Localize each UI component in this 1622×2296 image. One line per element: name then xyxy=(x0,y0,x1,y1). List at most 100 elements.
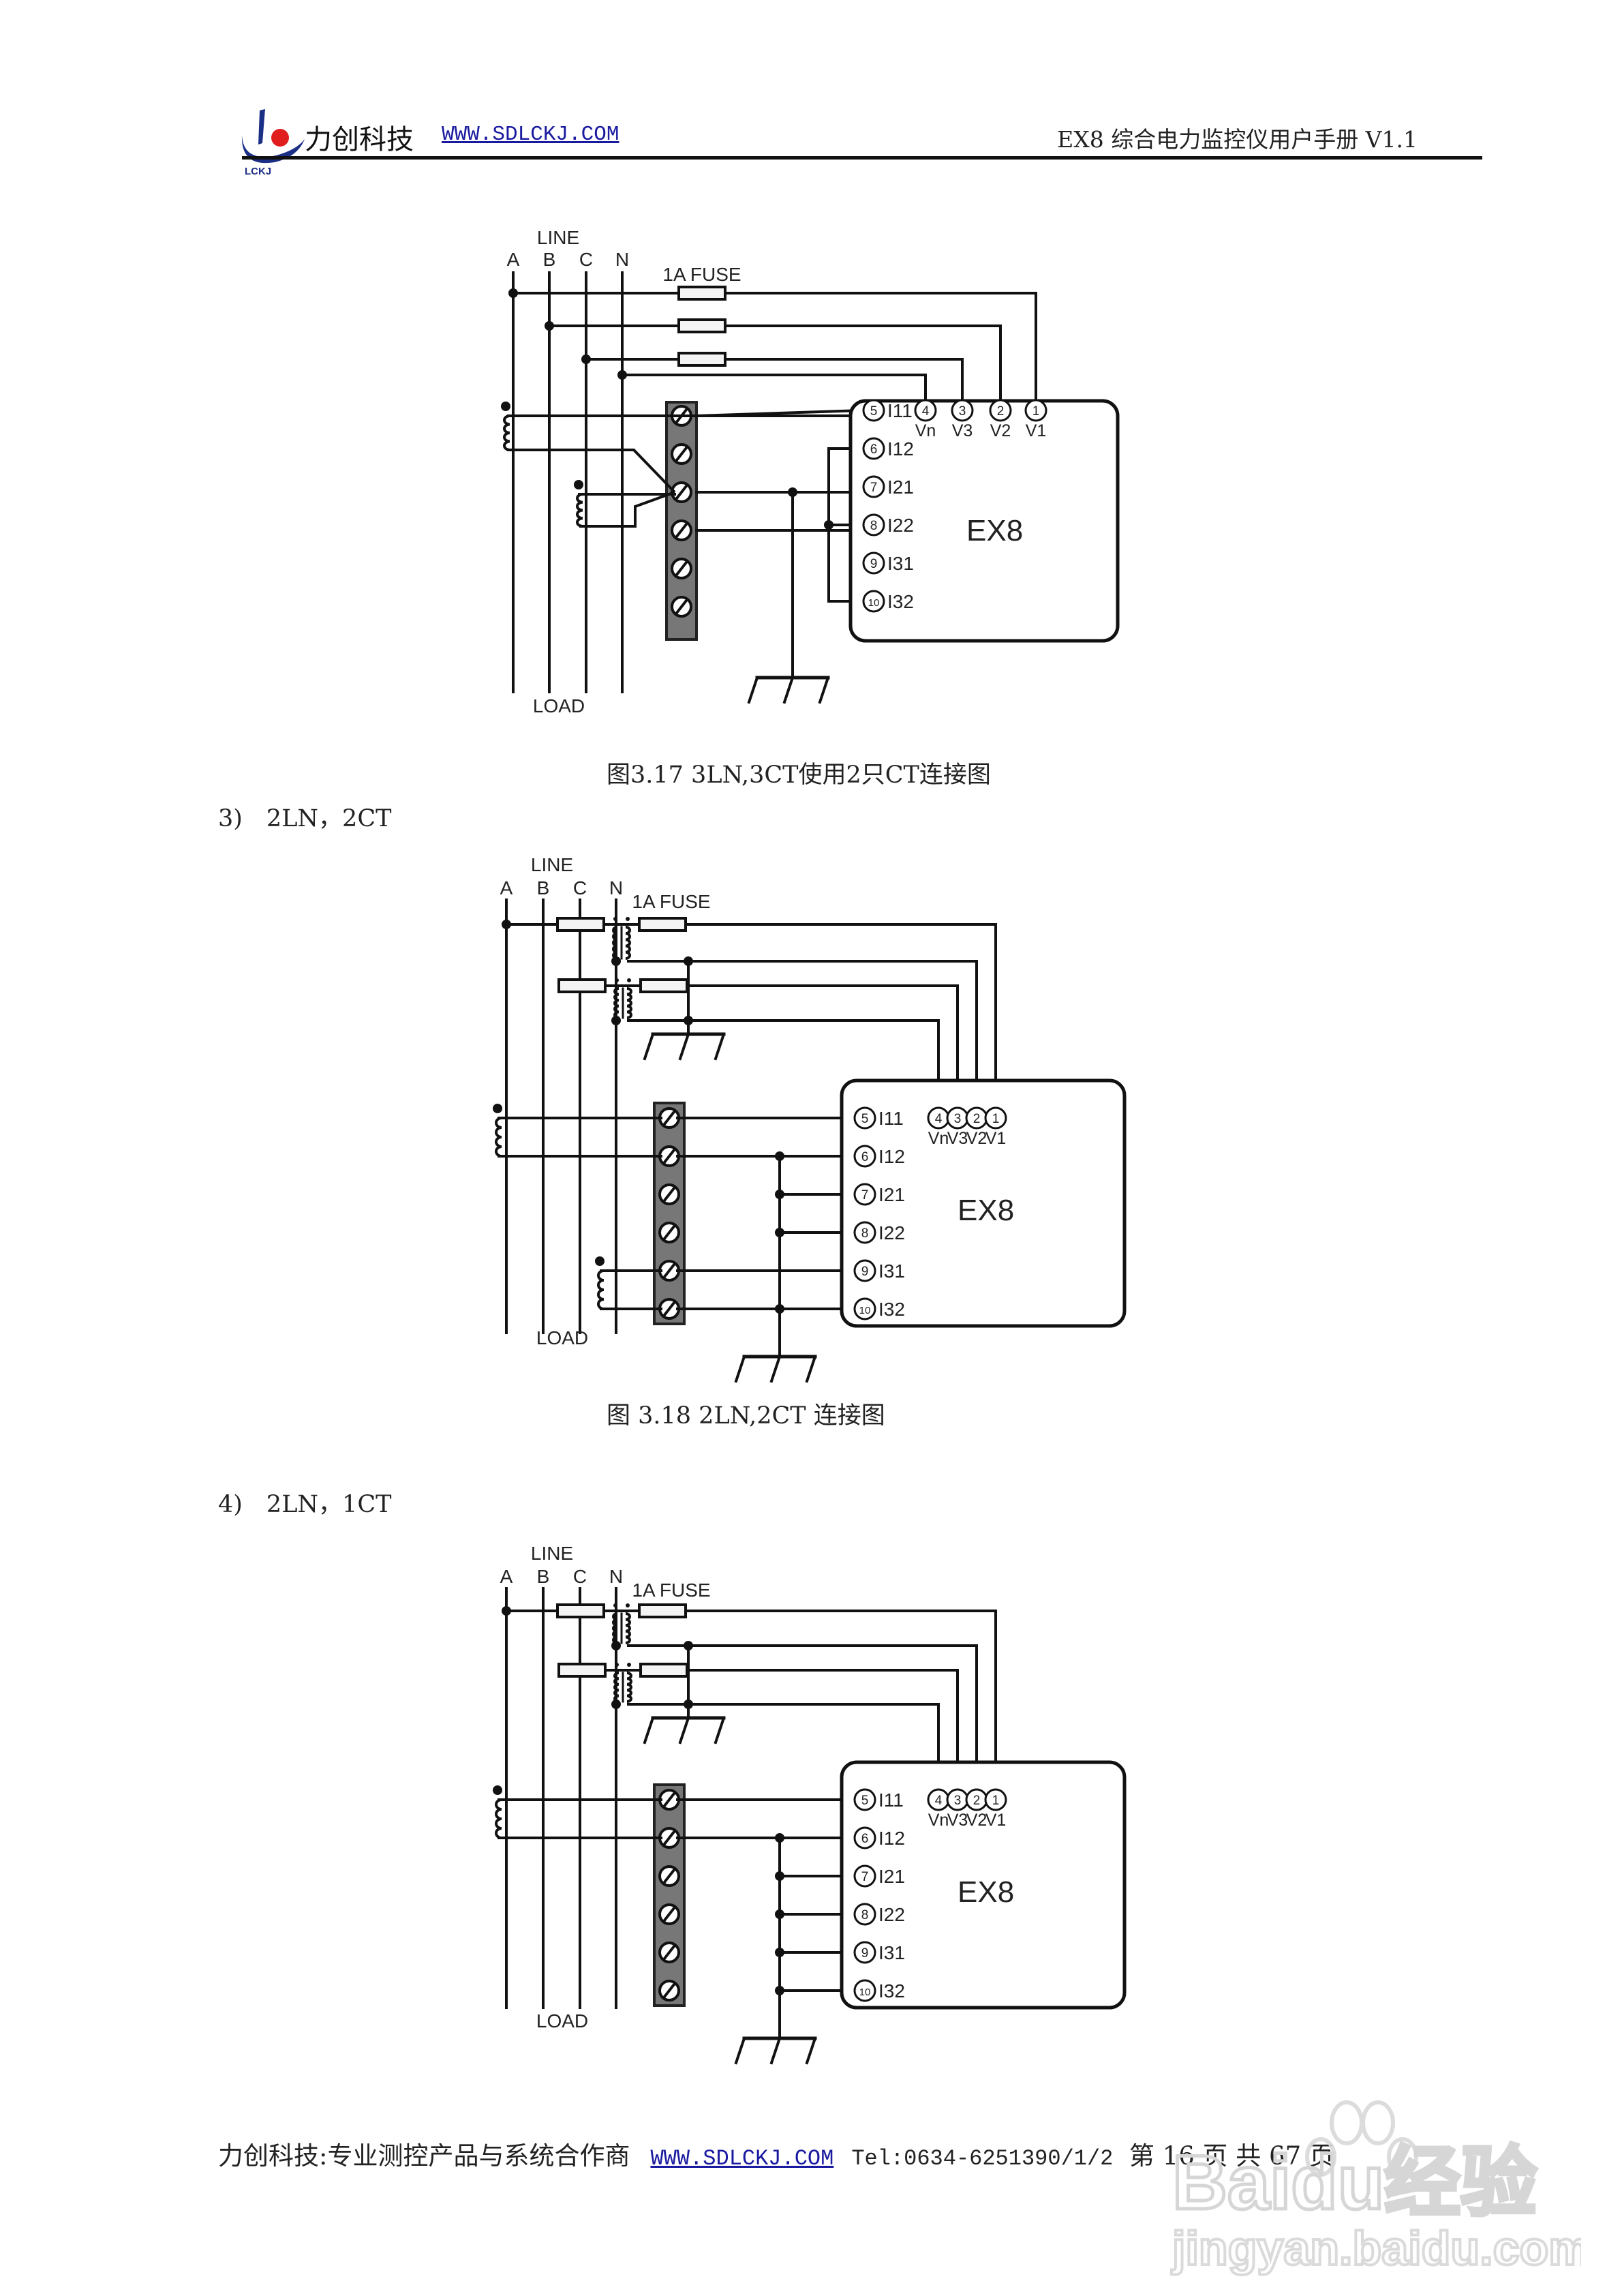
device-name: EX8 xyxy=(966,514,1023,547)
fuse-icon xyxy=(638,1603,687,1618)
polarity-dot xyxy=(613,917,617,921)
current-terminal-6 xyxy=(853,1145,876,1168)
ex8-device-box xyxy=(840,1078,1127,1328)
polarity-dot xyxy=(595,1256,605,1266)
ground-hatch xyxy=(678,1716,690,1744)
terminal-number: 7 xyxy=(861,1870,869,1884)
terminal-number: 3 xyxy=(954,1794,962,1808)
terminal-number: 7 xyxy=(870,481,878,495)
terminal-number: 1 xyxy=(992,1794,1000,1808)
current-terminal-label: I22 xyxy=(878,1904,905,1925)
current-terminal-7 xyxy=(853,1864,876,1888)
screw-slot xyxy=(662,1906,676,1922)
company-name: 力创科技 xyxy=(305,124,414,155)
load-label: LOAD xyxy=(536,1327,588,1348)
logo-red-dot xyxy=(271,129,289,147)
ct1-s2-wire xyxy=(507,449,676,494)
paw-toe-icon xyxy=(1361,2100,1395,2145)
ground-hatch xyxy=(643,1032,655,1061)
manual-title: EX8 综合电力监控仪用户手册 V1.1 xyxy=(1057,126,1418,153)
section-heading: 3) 2LN，2CT xyxy=(218,805,392,832)
fuse-icon xyxy=(639,1663,688,1678)
logo-swoosh xyxy=(241,135,305,164)
figure-caption: 图 3.18 2LN,2CT 连接图 xyxy=(607,1402,885,1430)
voltage-terminal-label: V3 xyxy=(952,421,973,440)
pt-coil-icon xyxy=(613,987,619,1019)
polarity-dot xyxy=(627,1663,631,1667)
current-terminal-8 xyxy=(853,1221,876,1244)
phase-label-b: B xyxy=(543,249,556,270)
terminal-number: 8 xyxy=(861,1226,869,1241)
phase-label-n: N xyxy=(609,1566,623,1587)
current-terminal-label: I12 xyxy=(887,438,914,459)
device-name: EX8 xyxy=(958,1875,1014,1909)
voltage-terminal-label: V1 xyxy=(985,1129,1007,1148)
current-terminal-9 xyxy=(853,1941,876,1964)
fuse-icon xyxy=(677,286,726,301)
terminal-block xyxy=(653,1783,686,2007)
voltage-terminal-1 xyxy=(984,1788,1007,1811)
current-terminal-label: I12 xyxy=(878,1828,905,1849)
current-terminal-label: I22 xyxy=(887,515,914,536)
polarity-dot xyxy=(501,402,510,411)
ground-hatch xyxy=(643,1716,655,1744)
fuse-icon xyxy=(556,917,605,932)
terminal-number: 9 xyxy=(861,1265,869,1279)
fuse-icon xyxy=(556,1603,605,1618)
voltage-terminal-label: Vn xyxy=(915,421,936,440)
voltage-terminal-1 xyxy=(1024,399,1047,422)
voltage-lead xyxy=(622,374,927,400)
current-terminal-label: I32 xyxy=(887,591,914,612)
phase-label-c: C xyxy=(573,877,587,898)
fuse-icon xyxy=(677,318,726,333)
polarity-dot xyxy=(613,1603,617,1607)
terminal-number: 2 xyxy=(973,1112,981,1126)
voltage-terminal-label: V2 xyxy=(990,421,1011,440)
ground-hatch xyxy=(818,676,830,704)
fuse-icon xyxy=(557,978,607,993)
voltage-lead xyxy=(549,324,1002,400)
current-terminal-9 xyxy=(853,1259,876,1282)
terminal-number: 1 xyxy=(992,1112,1000,1126)
line-label: LINE xyxy=(531,1543,573,1564)
ct3-s2-wire xyxy=(579,491,675,528)
watermark-url: jingyan.baidu.com xyxy=(1171,2222,1581,2275)
fuse-icon xyxy=(639,978,688,993)
terminal-number: 6 xyxy=(861,1832,869,1846)
footer-website-link[interactable]: WWW.SDLCKJ.COM xyxy=(650,2146,834,2171)
terminal-number: 7 xyxy=(861,1188,869,1203)
current-terminal-label: I21 xyxy=(887,477,914,498)
current-terminal-label: I31 xyxy=(887,553,914,574)
logo-text: LCKJ xyxy=(245,166,271,176)
paw-toe-icon xyxy=(1330,2100,1364,2145)
phase-label-a: A xyxy=(500,1566,513,1587)
voltage-terminal-label: V1 xyxy=(1026,421,1047,440)
page-number: 第 16 页 共 67 页 xyxy=(1129,2141,1334,2171)
screw-slot xyxy=(662,1148,676,1164)
current-terminal-10 xyxy=(853,1297,876,1320)
terminal-number: 4 xyxy=(935,1112,943,1126)
ground-hatch xyxy=(782,676,795,704)
current-terminal-label: I21 xyxy=(878,1866,905,1887)
pt-coil-icon xyxy=(613,1672,619,1703)
current-terminal-label: I21 xyxy=(878,1184,905,1205)
screw-slot xyxy=(662,1792,676,1808)
polarity-dot xyxy=(626,1603,630,1607)
fuse-icon xyxy=(557,1663,607,1678)
current-terminal-5 xyxy=(853,1106,876,1130)
ct-coil-icon xyxy=(495,1117,502,1158)
ground-hatch xyxy=(747,676,759,704)
ground-hatch xyxy=(734,2036,746,2065)
phase-label-n: N xyxy=(615,249,629,270)
terminal-number: 8 xyxy=(870,519,878,533)
polarity-dot xyxy=(574,480,583,489)
polarity-dot xyxy=(626,917,630,921)
header-website-link[interactable]: WWW.SDLCKJ.COM xyxy=(442,123,619,147)
current-terminal-10 xyxy=(862,590,885,613)
voltage-lead xyxy=(513,292,1037,400)
screw-slot xyxy=(675,484,688,500)
paw-toe-icon xyxy=(1387,2137,1418,2177)
voltage-lead-vn xyxy=(688,1019,940,1108)
current-terminal-7 xyxy=(862,475,885,498)
